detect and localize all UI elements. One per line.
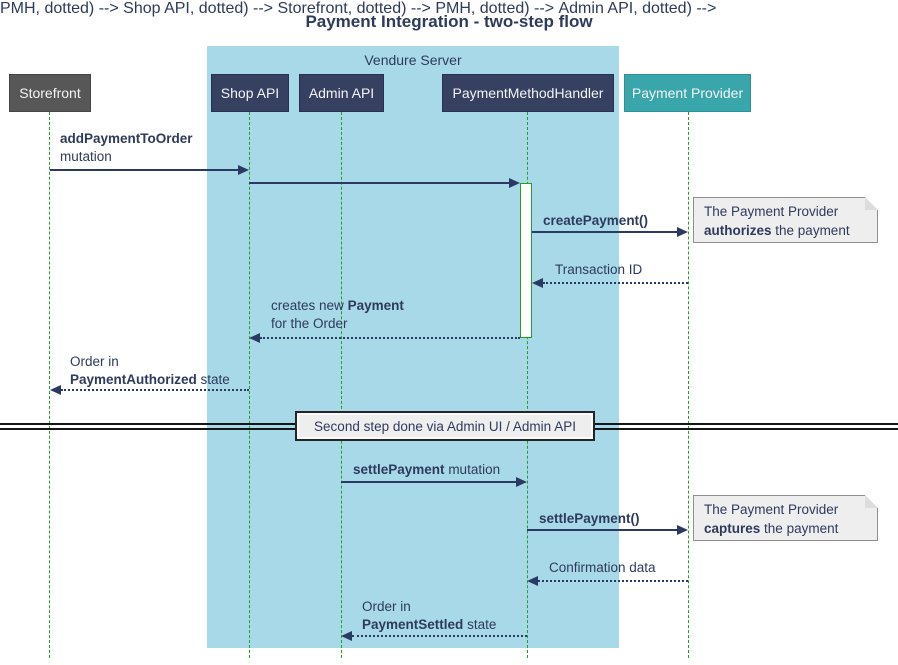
participant-payment-method-handler: PaymentMethodHandler xyxy=(442,74,614,112)
message-label-add-payment-bold: addPaymentToOrder xyxy=(60,131,193,146)
lifeline-shop-api xyxy=(249,112,250,658)
arrowhead-confirmation-data xyxy=(527,576,538,586)
message-label-create-payment: createPayment() xyxy=(543,213,649,228)
participant-shop-api: Shop API xyxy=(211,74,289,112)
message-label-creates-payment-line2: for the Order xyxy=(271,316,348,331)
note-captures: The Payment Provider captures the paymen… xyxy=(693,495,878,541)
message-line-confirmation-data xyxy=(538,580,688,582)
message-label-order-settled-line1: Order in xyxy=(362,599,411,614)
lifeline-payment-provider xyxy=(688,112,689,658)
note-fold-icon xyxy=(865,197,878,210)
message-line-settle-call xyxy=(527,529,677,531)
message-label-transaction-id: Transaction ID xyxy=(555,262,643,277)
message-line-transaction-id xyxy=(543,282,688,284)
arrowhead-shop-to-handler xyxy=(509,178,520,188)
message-label-order-authorized-line2: PaymentAuthorized state xyxy=(70,372,230,387)
participant-storefront: Storefront xyxy=(9,74,91,112)
participant-admin-api-label: Admin API xyxy=(308,85,375,101)
message-line-shop-to-handler xyxy=(249,182,509,184)
arrowhead-settle-mutation xyxy=(516,477,527,487)
divider-second-step: Second step done via Admin UI / Admin AP… xyxy=(295,411,595,441)
message-line-order-authorized xyxy=(61,389,249,391)
message-line-create-payment xyxy=(532,231,677,233)
participant-payment-provider-label: Payment Provider xyxy=(631,85,744,101)
arrowhead-order-settled xyxy=(341,631,352,641)
arrowhead-order-authorized xyxy=(50,385,61,395)
divider-label: Second step done via Admin UI / Admin AP… xyxy=(314,418,576,434)
note-authorizes-line1: The Payment Provider xyxy=(704,204,839,219)
vendure-server-group xyxy=(207,46,619,648)
message-label-add-payment-normal: mutation xyxy=(60,149,112,164)
note-captures-line2: captures the payment xyxy=(704,521,839,536)
note-authorizes-line2: authorizes the payment xyxy=(704,223,850,238)
participant-admin-api: Admin API xyxy=(299,74,384,112)
vendure-server-label: Vendure Server xyxy=(364,52,462,68)
message-label-confirmation-data: Confirmation data xyxy=(549,560,656,575)
message-line-add-payment xyxy=(50,169,239,171)
message-line-creates-payment xyxy=(260,337,520,339)
participant-shop-api-label: Shop API xyxy=(220,85,280,101)
arrowhead-creates-payment xyxy=(249,333,260,343)
participant-payment-provider: Payment Provider xyxy=(624,74,751,112)
message-label-settle-call: settlePayment() xyxy=(539,511,640,526)
participant-payment-method-handler-label: PaymentMethodHandler xyxy=(452,85,604,101)
arrowhead-add-payment xyxy=(238,165,249,175)
arrowhead-transaction-id xyxy=(532,278,543,288)
arrowhead-settle-call xyxy=(677,525,688,535)
message-line-settle-mutation xyxy=(341,481,516,483)
note-fold-icon xyxy=(865,495,878,508)
message-label-order-settled-line2: PaymentSettled state xyxy=(362,617,497,632)
message-label-order-authorized-line1: Order in xyxy=(70,354,119,369)
lifeline-admin-api xyxy=(341,112,342,658)
lifeline-payment-method-handler xyxy=(527,112,528,658)
message-line-order-settled xyxy=(352,635,527,637)
note-authorizes: The Payment Provider authorizes the paym… xyxy=(693,197,878,243)
lifeline-storefront xyxy=(49,112,50,658)
activation-bar-payment-method-handler xyxy=(520,183,532,338)
message-label-settle-mutation: settlePayment mutation xyxy=(353,462,501,477)
message-label-creates-payment-line1: creates new Payment xyxy=(271,298,404,313)
arrowhead-create-payment xyxy=(677,227,688,237)
note-captures-line1: The Payment Provider xyxy=(704,502,839,517)
diagram-title: Payment Integration - two-step flow xyxy=(305,12,593,31)
participant-storefront-label: Storefront xyxy=(19,85,81,101)
